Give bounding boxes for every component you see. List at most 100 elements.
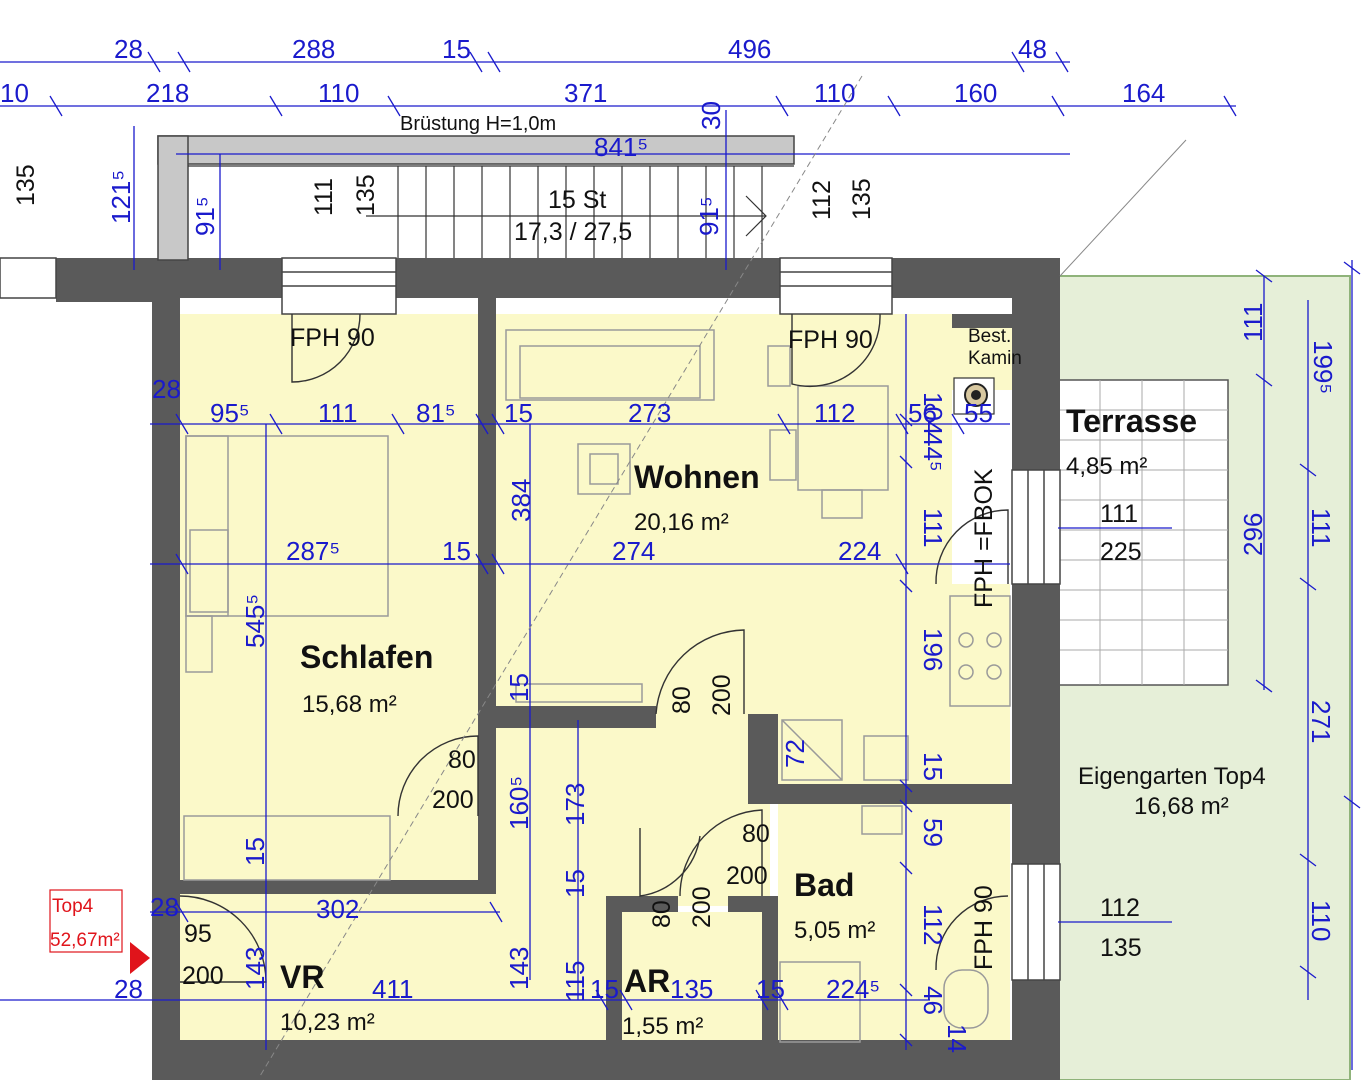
dim-stair-135-right: 135: [848, 178, 876, 220]
dim-v-15-left: 15: [240, 837, 270, 866]
dim-v-196: 196: [918, 628, 948, 671]
dim-row-95: 95⁵: [210, 398, 250, 428]
dim-row-273: 273: [628, 398, 671, 428]
dim-door-200-ar: 200: [688, 886, 716, 928]
dim-win-112: 112: [1100, 894, 1140, 922]
dim-row-55: 55: [964, 398, 993, 428]
dim-door-200-wohnen: 200: [708, 674, 736, 716]
dim-v-545: 545⁵: [240, 594, 270, 648]
dim-v-160: 160⁵: [504, 776, 534, 830]
dim-v-143-vr: 143: [240, 947, 270, 990]
room-schlafen-area: 15,68 m²: [302, 691, 397, 718]
room-ar-name: AR: [624, 963, 670, 999]
unit-marker-box: [49, 889, 123, 953]
dim-v-111-wohnen: 111: [918, 508, 948, 548]
room-fills: [180, 314, 1012, 1044]
fph-fbok-label: FPH =FBOK: [970, 468, 998, 608]
dim-door-95: 95: [184, 920, 212, 948]
chimney: [953, 377, 995, 415]
door-swings: [179, 313, 1009, 983]
room-vr-area: 10,23 m²: [280, 1009, 375, 1036]
dim-row-28-vr: 28: [150, 892, 179, 922]
dim-v-59: 59: [918, 818, 948, 847]
dim-row-224: 224: [838, 536, 881, 566]
room-bad-name: Bad: [794, 867, 854, 903]
fph-bad-label: FPH 90: [970, 885, 998, 970]
dim-row-28: 28: [152, 374, 181, 404]
dimension-lines: [0, 61, 1353, 1070]
stair-steps: [188, 165, 794, 258]
dim-door-200-schlafen: 200: [432, 786, 474, 814]
dim-v-384: 384: [506, 479, 536, 522]
dim-row-15b: 15: [442, 536, 471, 566]
dim-stair-91-left: 91⁵: [190, 196, 220, 236]
dim-stair-width: 841⁵: [594, 132, 648, 162]
kamin-label-1: Best.: [968, 326, 1011, 347]
dim-v-271: 271: [1306, 700, 1336, 743]
section-diagonal: [259, 75, 863, 1077]
dim-top2-4: 371: [564, 78, 607, 108]
dim-v-296: 296: [1238, 513, 1268, 556]
stair-ratio-label: 17,3 / 27,5: [514, 218, 632, 246]
room-terrasse-area: 4,85 m²: [1066, 453, 1147, 480]
furniture: [183, 329, 1011, 1043]
dim-row-224-bad: 224⁵: [826, 974, 880, 1004]
dim-row-274: 274: [612, 536, 655, 566]
dim-v-111-top-right: 111: [1238, 302, 1268, 342]
dim-row-112: 112: [814, 398, 855, 428]
dim-stair-112-right: 112: [808, 180, 836, 220]
dim-v-199: 199⁵: [1308, 340, 1338, 394]
dim-v-15-kitchen: 15: [918, 752, 948, 781]
room-ar-area: 1,55 m²: [622, 1013, 703, 1040]
room-schlafen-name: Schlafen: [300, 639, 433, 675]
dim-stair-135-far: 135: [12, 164, 40, 206]
section-diagonal-2: [1059, 139, 1187, 277]
dim-v-143-mid: 143: [504, 947, 534, 990]
dim-top1-1: 28: [114, 34, 143, 64]
dim-top2-8: 164: [1122, 78, 1165, 108]
dim-win-111: 111: [1100, 500, 1138, 528]
dim-row-15a: 15: [504, 398, 533, 428]
room-bad-area: 5,05 m²: [794, 917, 875, 944]
fph-mid-label: FPH 90: [788, 326, 873, 354]
dim-top1-4: 496: [728, 34, 771, 64]
dim-door-200-vr: 200: [182, 962, 224, 990]
fph-left-label: FPH 90: [290, 324, 375, 352]
dim-v-115: 115: [560, 961, 590, 1002]
dim-top2-5: 30: [696, 101, 726, 130]
terrace-tiles: [1057, 379, 1229, 686]
dim-v-110: 110: [1306, 900, 1336, 941]
dim-door-80-bad: 80: [742, 820, 770, 848]
dim-v-173: 173: [560, 783, 590, 826]
dim-row-15-ar: 15: [590, 974, 619, 1004]
dim-win-225: 225: [1100, 538, 1142, 566]
dim-row-135-ar: 135: [670, 974, 713, 1004]
dim-row-56: 56: [908, 398, 937, 428]
dim-row-111: 111: [318, 398, 358, 428]
dim-v-46: 46: [918, 986, 948, 1015]
dim-top2-3: 110: [318, 78, 359, 108]
dim-row-411: 411: [372, 974, 413, 1004]
unit-marker-name: Top4: [52, 896, 94, 917]
dim-top1-2: 288: [292, 34, 335, 64]
dim-top1-3: 15: [442, 34, 471, 64]
terrace-grid: [1058, 380, 1228, 685]
dim-top1-5: 48: [1018, 34, 1047, 64]
windows: [0, 257, 1061, 981]
dim-v-111-mid-right: 111: [1306, 508, 1336, 548]
dim-top2-7: 160: [954, 78, 997, 108]
dim-door-80-wohnen: 80: [668, 686, 696, 714]
dim-v-15-mid: 15: [560, 869, 590, 898]
balustrade-label: Brüstung H=1,0m: [400, 113, 556, 135]
room-vr-name: VR: [280, 959, 324, 995]
dim-top2-1: 10: [0, 78, 29, 108]
dim-v-14: 14: [942, 1024, 972, 1053]
dim-door-80-schlafen: 80: [448, 746, 476, 774]
dim-stair-91-right: 91⁵: [694, 196, 724, 236]
dim-row-28-bottom: 28: [114, 974, 143, 1004]
stair-walls: [157, 135, 795, 261]
room-wohnen-name: Wohnen: [634, 459, 760, 495]
dim-v-104: 104: [918, 392, 948, 435]
dim-v-112-bad: 112: [918, 904, 948, 945]
